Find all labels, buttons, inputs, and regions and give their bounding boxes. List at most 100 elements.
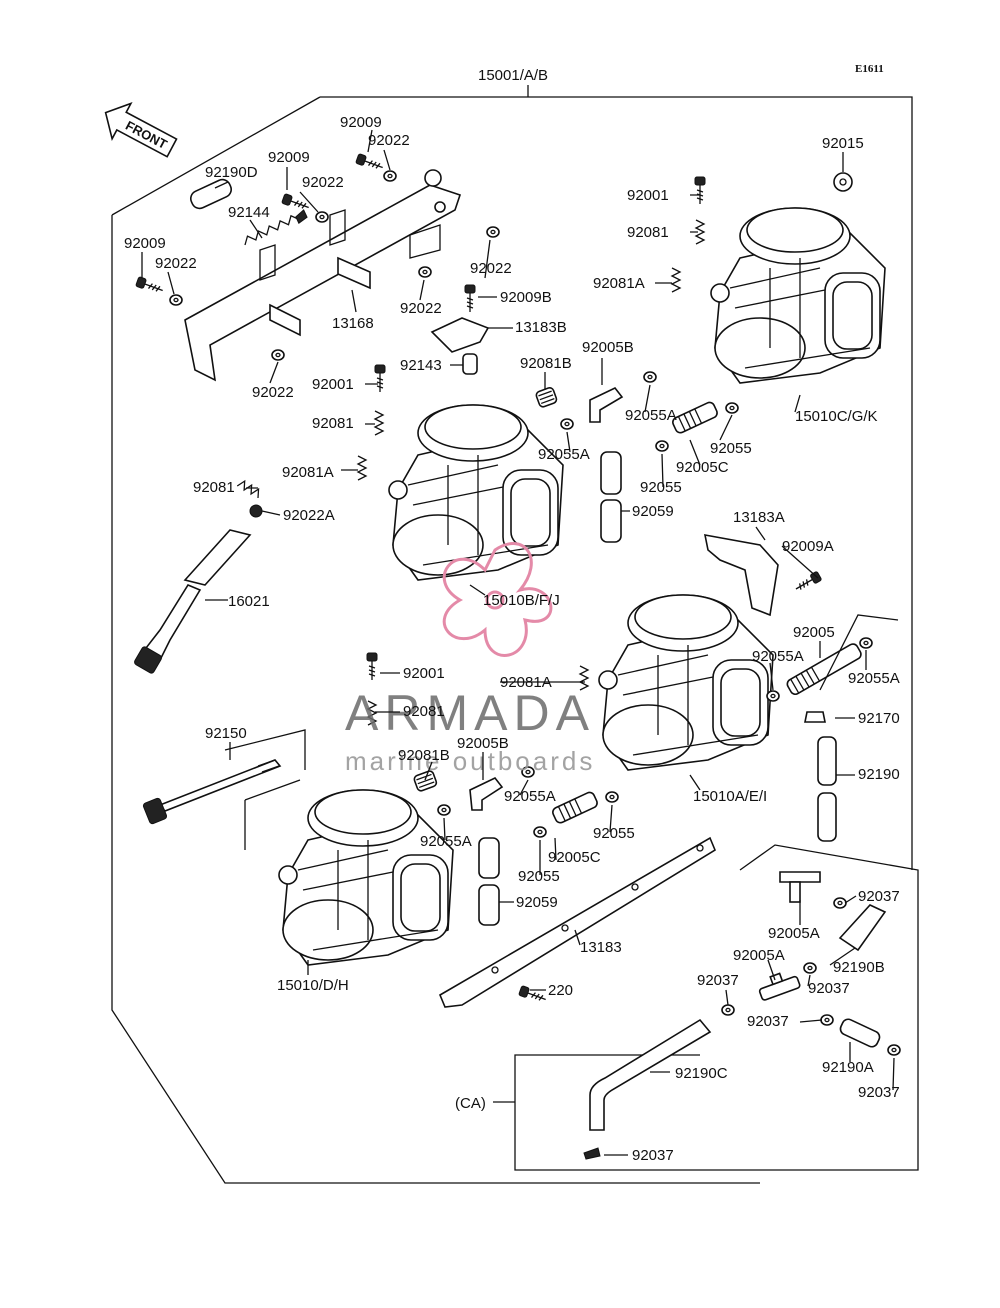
bracket-plate-13168 <box>269 256 371 337</box>
spring-92144 <box>244 209 308 246</box>
oring-92055a-f <box>437 804 451 816</box>
front-arrow-icon: FRONT <box>104 101 178 158</box>
label-l30: 16021 <box>228 593 270 610</box>
oring-92055a-a <box>643 371 657 383</box>
label-l58: 15010/D/H <box>277 977 349 994</box>
oring-92037-f <box>583 1147 601 1160</box>
label-l4: 92022 <box>302 174 344 191</box>
fitting-92005 <box>786 643 862 696</box>
pipe-92190-b <box>817 792 837 842</box>
label-l50: 92055A <box>504 788 556 805</box>
pipe-92059-a <box>600 451 622 495</box>
oring-92055a-b <box>560 418 574 430</box>
oring-92055-d <box>533 826 547 838</box>
spring-92081a-b <box>671 267 681 293</box>
label-l49: 92005B <box>457 735 509 752</box>
part-labels: 92009 92022 92009 92022 92190D 92144 920… <box>124 114 900 1164</box>
spring-92081b-b <box>413 770 438 792</box>
carburetor-15010c <box>710 207 886 384</box>
spring-92081a-a <box>357 455 367 481</box>
label-l27: 92022A <box>283 507 335 524</box>
fitting-92005c-b <box>552 791 598 824</box>
oring-92055-b <box>655 440 669 452</box>
carburetor-15010a <box>598 594 774 771</box>
screw-92009-c <box>134 275 166 296</box>
oring-92037-e <box>887 1044 901 1056</box>
bolt-92150 <box>142 759 282 825</box>
label-l64: 92037 <box>697 972 739 989</box>
cable-16021 <box>134 529 252 674</box>
label-l66: 92190A <box>822 1059 874 1076</box>
pipe-92059-b <box>600 499 622 543</box>
label-l12: 92022 <box>470 260 512 277</box>
label-l44: 92001 <box>403 665 445 682</box>
label-l59: 92037 <box>858 888 900 905</box>
label-l3: 92009 <box>268 149 310 166</box>
label-l19: 92081 <box>312 415 354 432</box>
label-l8: 92022 <box>155 255 197 272</box>
label-l2: 92022 <box>368 132 410 149</box>
plate-13183b <box>430 317 490 353</box>
label-l20: 92055A <box>625 407 677 424</box>
label-l11: 13168 <box>332 315 374 332</box>
carburetor-15010 <box>278 789 454 966</box>
hose-92190b <box>838 904 887 952</box>
label-l21: 92055A <box>538 446 590 463</box>
label-l18: 92001 <box>312 376 354 393</box>
screw-92009-b <box>280 192 312 213</box>
oring-92037-d <box>820 1014 834 1026</box>
label-l13: 92009B <box>500 289 552 306</box>
label-l57: 220 <box>548 982 573 999</box>
propeller-logo-icon <box>442 542 553 657</box>
label-l54: 92055 <box>518 868 560 885</box>
label-l10: 92022 <box>400 300 442 317</box>
washer-92022-a <box>383 170 397 182</box>
hose-92190c <box>589 1018 712 1131</box>
label-l23: 92005C <box>676 459 729 476</box>
screw-92001-a <box>374 364 386 393</box>
label-l52: 92055 <box>593 825 635 842</box>
label-l28: 92059 <box>632 503 674 520</box>
label-l42: 92190 <box>858 766 900 783</box>
label-l31: 92015 <box>822 135 864 152</box>
label-l34: 92081A <box>593 275 645 292</box>
label-l47: 92150 <box>205 725 247 742</box>
label-l22: 92055 <box>710 440 752 457</box>
label-l51: 92055A <box>420 833 472 850</box>
label-l35: 15010C/G/K <box>795 408 878 425</box>
label-l5: 92190D <box>205 164 258 181</box>
label-l61: 92190B <box>833 959 885 976</box>
label-l45: 92081 <box>403 703 445 720</box>
diagram-code: E1611 <box>855 63 884 75</box>
label-l70: 92037 <box>632 1147 674 1164</box>
label-l39: 92055A <box>752 648 804 665</box>
label-l24: 92055 <box>640 479 682 496</box>
screw-92001-b <box>694 176 706 205</box>
label-l53: 92005C <box>548 849 601 866</box>
label-l14: 13183B <box>515 319 567 336</box>
label-l33: 92081 <box>627 224 669 241</box>
pipe-92190a <box>839 1018 881 1048</box>
label-l17: 92005B <box>582 339 634 356</box>
screw-92009b <box>464 284 476 313</box>
washer-92022-f <box>486 226 500 238</box>
plate-13183a <box>703 534 779 617</box>
label-l62: 92005A <box>733 947 785 964</box>
assembly-label: 15001/A/B <box>478 67 548 84</box>
pipe-92059-d <box>478 884 500 926</box>
oring-92037-c <box>721 1004 735 1016</box>
label-l67: 92037 <box>858 1084 900 1101</box>
screw-220 <box>517 984 549 1005</box>
label-l15: 92143 <box>400 357 442 374</box>
label-l29: 15010B/F/J <box>483 592 560 609</box>
spacer-92143 <box>462 353 478 375</box>
screw-92001-c <box>366 652 378 681</box>
screw-92009a <box>792 570 823 594</box>
label-l9: 92022 <box>252 384 294 401</box>
clip-92170 <box>804 711 826 723</box>
spring-92081-a <box>374 410 384 436</box>
label-l7: 92009 <box>124 235 166 252</box>
label-l43: 15010A/E/I <box>693 788 767 805</box>
fitting-92005c-a <box>672 401 718 434</box>
